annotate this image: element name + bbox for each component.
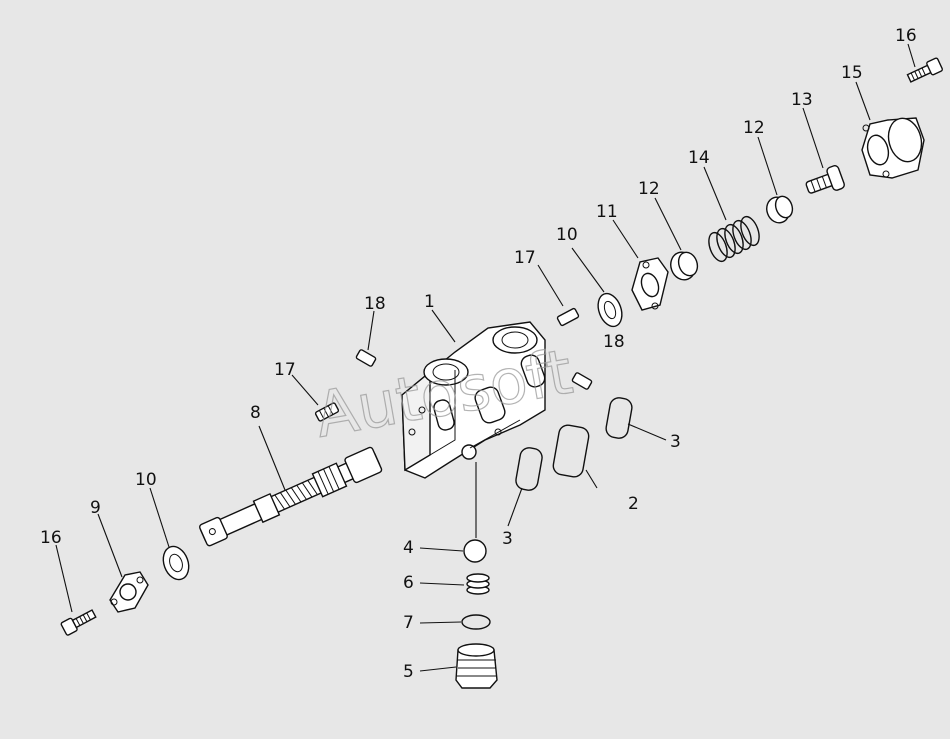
check-parts bbox=[455, 539, 498, 689]
callout-12-upper: 12 bbox=[743, 118, 765, 138]
callout-11: 11 bbox=[596, 202, 618, 222]
callout-9: 9 bbox=[90, 498, 101, 518]
seal-left bbox=[162, 545, 190, 581]
callout-4: 4 bbox=[403, 538, 414, 558]
callout-3-right: 3 bbox=[670, 432, 681, 452]
seal-right bbox=[597, 292, 623, 328]
pin-17-left bbox=[314, 402, 340, 422]
callout-14: 14 bbox=[688, 148, 710, 168]
callout-16-left: 16 bbox=[40, 528, 62, 548]
retainer-12-upper bbox=[766, 195, 794, 224]
callout-15: 15 bbox=[841, 63, 863, 83]
callout-10-right: 10 bbox=[556, 225, 578, 245]
callout-17-right: 17 bbox=[514, 248, 536, 268]
pin-18-right bbox=[571, 372, 593, 390]
pin-17-right bbox=[556, 307, 580, 327]
callout-3-left: 3 bbox=[502, 529, 513, 549]
callouts: 1 2 3 3 4 5 6 7 8 9 10 10 11 12 12 13 14… bbox=[40, 26, 917, 682]
pin-18-left bbox=[355, 349, 377, 367]
retainer-12-lower bbox=[670, 251, 699, 281]
cover-left bbox=[109, 571, 149, 613]
leader-lines bbox=[55, 43, 916, 672]
callout-7: 7 bbox=[403, 613, 414, 633]
cover-15 bbox=[861, 117, 925, 179]
spool bbox=[198, 446, 383, 547]
callout-1: 1 bbox=[424, 292, 435, 312]
callout-17-left: 17 bbox=[274, 360, 296, 380]
callout-18-right: 18 bbox=[603, 332, 625, 352]
callout-5: 5 bbox=[403, 662, 414, 682]
valve-body bbox=[401, 321, 546, 479]
callout-13: 13 bbox=[791, 90, 813, 110]
callout-12-lower: 12 bbox=[638, 179, 660, 199]
bolt-left bbox=[60, 609, 97, 636]
spring-14 bbox=[708, 215, 760, 263]
callout-6: 6 bbox=[403, 573, 414, 593]
callout-18-left: 18 bbox=[364, 294, 386, 314]
callout-16-right: 16 bbox=[895, 26, 917, 46]
bolt-right bbox=[906, 57, 943, 83]
callout-8: 8 bbox=[250, 403, 261, 423]
callout-10-left: 10 bbox=[135, 470, 157, 490]
stopper-13 bbox=[805, 165, 845, 194]
o-rings-right bbox=[515, 397, 633, 491]
callout-2: 2 bbox=[628, 494, 639, 514]
cover-right bbox=[631, 257, 669, 311]
